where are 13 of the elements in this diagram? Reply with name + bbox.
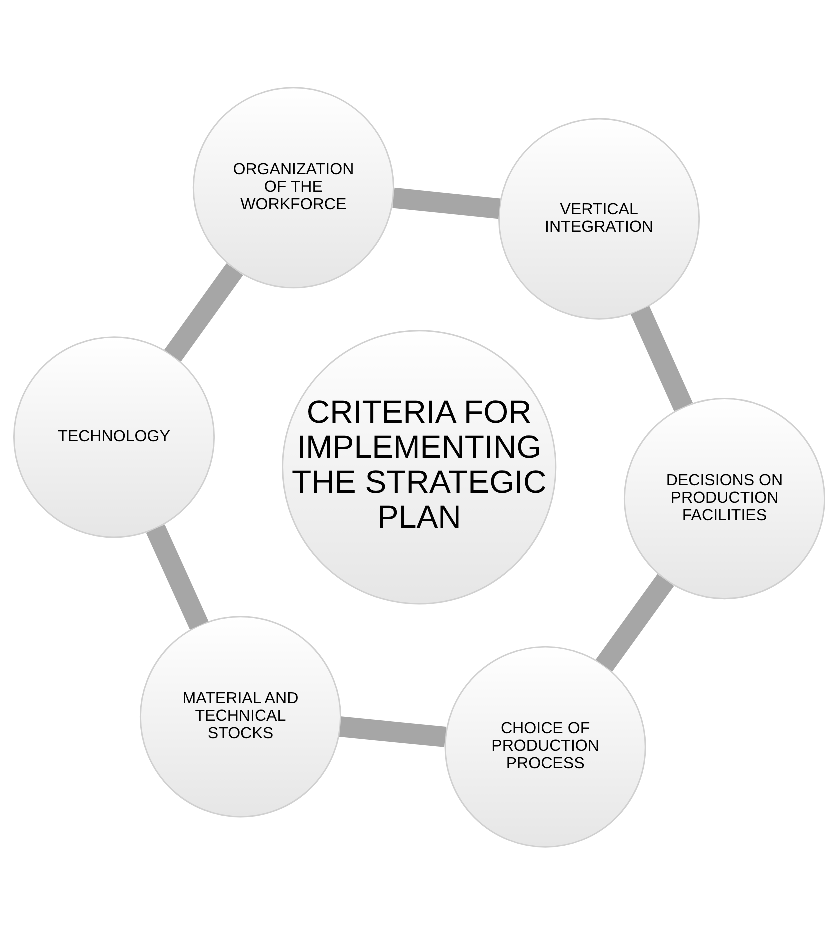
node-circle: TECHNOLOGY: [13, 336, 216, 538]
node-circle: VERTICAL INTEGRATION: [498, 118, 700, 320]
connector: [146, 524, 209, 630]
connector: [392, 188, 501, 220]
connector: [630, 306, 693, 412]
connector: [340, 716, 447, 748]
node-circle: ORGANIZATION OF THE WORKFORCE: [192, 87, 394, 289]
node-circle: CRITERIA FOR IMPLEMENTING THE STRATEGIC PLAN: [282, 330, 557, 605]
node-circle: MATERIAL AND TECHNICAL STOCKS: [140, 616, 342, 818]
connector: [164, 264, 244, 362]
node-circle: DECISIONS ON PRODUCTION FACILITIES: [624, 398, 826, 600]
connector: [596, 574, 674, 672]
node-circle: CHOICE OF PRODUCTION PROCESS: [444, 646, 646, 848]
